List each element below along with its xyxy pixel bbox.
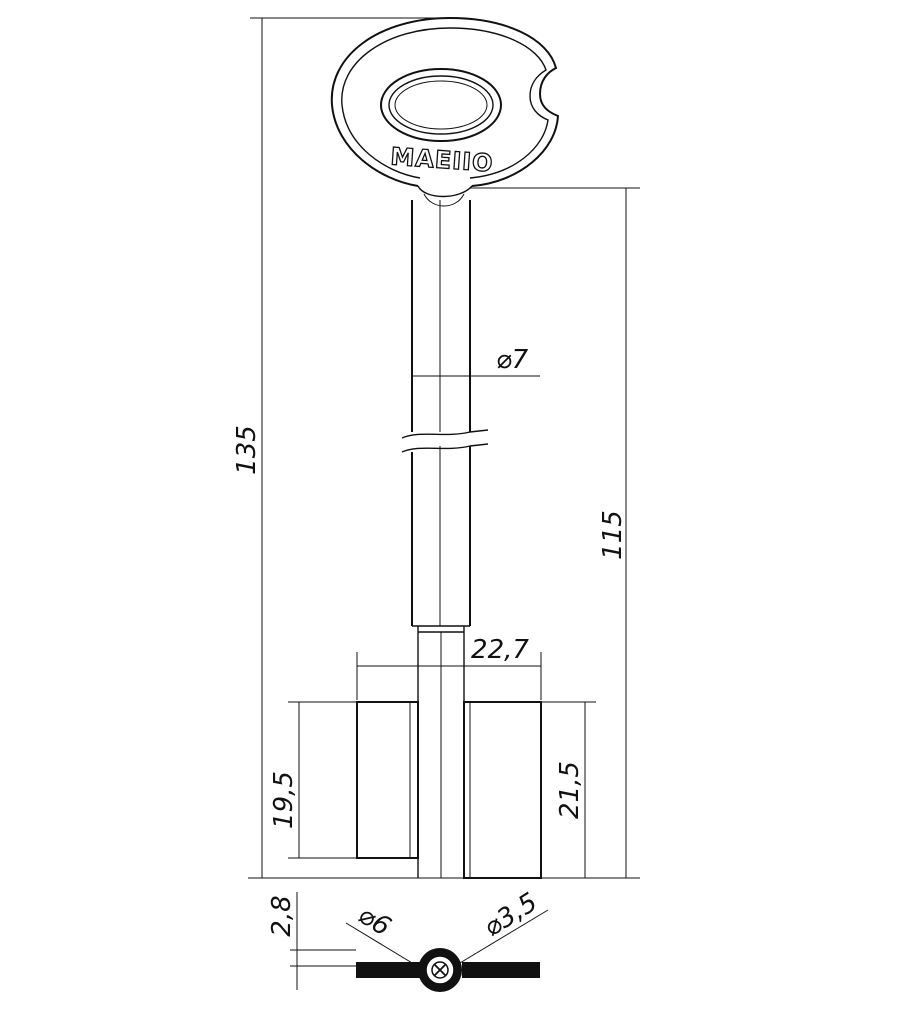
- thickness-label: 2,8: [267, 895, 297, 936]
- left-bit-height-label: 19,5: [269, 771, 299, 829]
- blade-length-label: 115: [598, 510, 628, 560]
- dimension-lines: [248, 17, 640, 990]
- brand-label: MAEIIO: [390, 142, 495, 177]
- key-cross-section: [356, 948, 540, 992]
- overall-length-label: 135: [232, 425, 262, 475]
- key-bow: MAEIIO: [330, 16, 560, 207]
- shank-diameter-label: ⌀7: [496, 345, 529, 375]
- key-bits: [356, 701, 542, 879]
- right-diameter-label: ⌀3,5: [479, 887, 543, 943]
- left-diameter-label: ⌀6: [353, 900, 396, 943]
- right-bit-height-label: 21,5: [555, 761, 585, 819]
- key-shank: [401, 200, 489, 878]
- bit-width-label: 22,7: [471, 635, 529, 665]
